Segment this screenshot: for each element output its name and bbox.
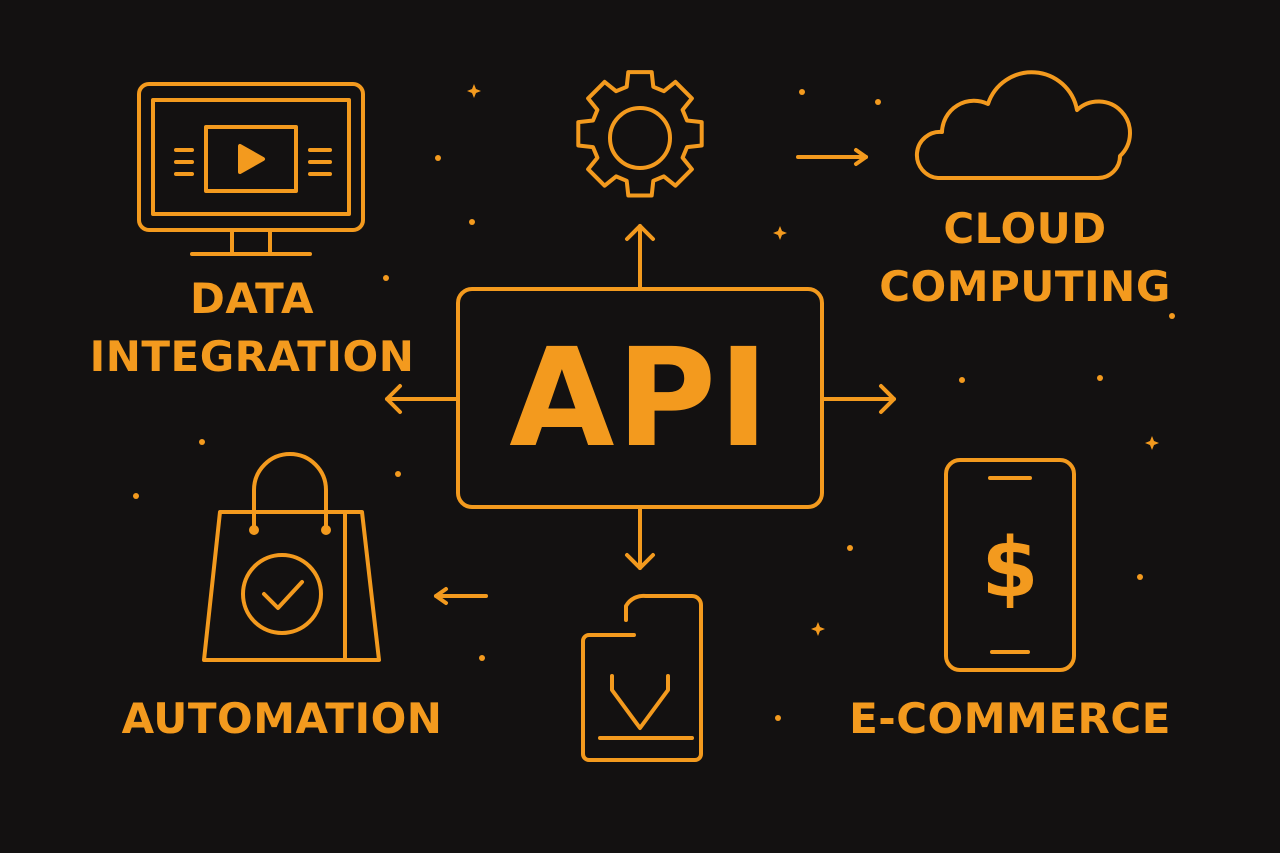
smartphone-dollar-icon [944, 458, 1076, 672]
decorative-sparkles [133, 84, 1175, 721]
arrow-down [625, 507, 655, 570]
cloud-computing-line-2: COMPUTING [879, 262, 1171, 311]
arrow-to-cloud [796, 148, 868, 166]
monitor-play-icon [137, 82, 365, 256]
e-commerce-label: E-COMMERCE [840, 690, 1180, 748]
arrow-right [822, 384, 896, 414]
gear-icon [576, 70, 704, 198]
data-integration-label: DATA INTEGRATION [82, 270, 422, 386]
dollar-icon: $ [981, 521, 1039, 616]
data-integration-line-1: DATA [189, 274, 314, 323]
arrow-left [385, 384, 458, 414]
data-integration-line-2: INTEGRATION [89, 332, 415, 381]
document-download-icon [581, 593, 703, 762]
cloud-computing-line-1: CLOUD [943, 204, 1107, 253]
cloud-icon [914, 70, 1132, 180]
automation-label: AUTOMATION [112, 690, 452, 748]
arrow-up [625, 224, 655, 289]
e-commerce-line-1: E-COMMERCE [849, 694, 1171, 743]
automation-line-1: AUTOMATION [121, 694, 443, 743]
cloud-computing-label: CLOUD COMPUTING [870, 200, 1180, 316]
arrow-to-automation [434, 587, 488, 605]
shopping-bag-check-icon [202, 452, 381, 662]
api-label: API [509, 320, 771, 478]
